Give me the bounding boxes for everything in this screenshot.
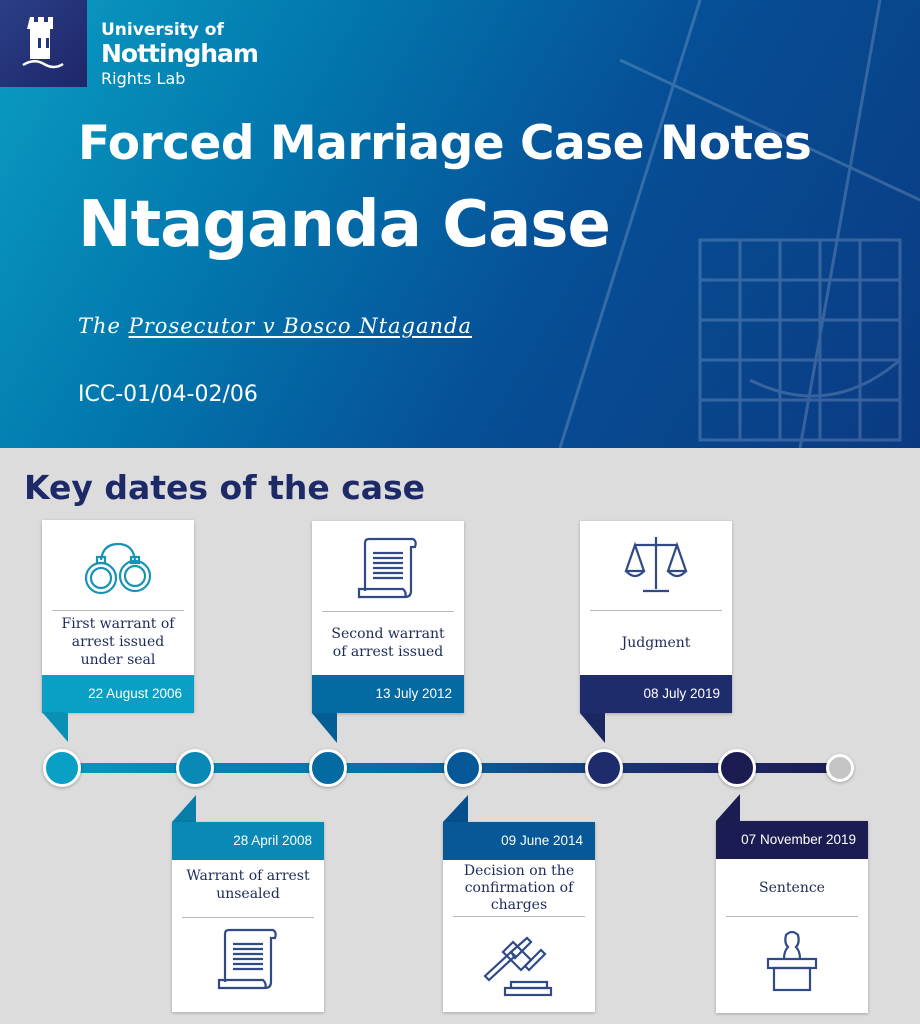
pointer-tail	[443, 795, 468, 822]
event-label: Sentence	[759, 880, 825, 896]
castle-icon	[22, 17, 64, 69]
logo-university-of: University of	[101, 20, 224, 40]
event-card-2: 28 April 2008 Warrant of arrest unsealed	[172, 822, 324, 1012]
timeline-dot	[585, 749, 623, 787]
event-date: 08 July 2019	[580, 675, 732, 713]
university-logo	[0, 0, 87, 87]
event-label: Warrant of arrest unsealed	[186, 868, 310, 902]
icc-building-background	[558, 0, 920, 448]
pointer-tail	[716, 794, 740, 821]
header-banner: University of Nottingham Rights Lab Forc…	[0, 0, 920, 448]
event-date: 22 August 2006	[42, 675, 194, 713]
timeline-dot	[176, 749, 214, 787]
timeline-end-dot	[826, 754, 854, 782]
case-name: Ntaganda Case	[78, 188, 611, 262]
logo-rights-lab: Rights Lab	[101, 69, 186, 88]
event-date: 07 November 2019	[716, 821, 868, 859]
section-title: Key dates of the case	[24, 468, 426, 507]
scroll-icon	[217, 928, 277, 990]
event-label: Second warrant of arrest issued	[331, 626, 445, 660]
podium-icon	[766, 930, 818, 992]
timeline-dot	[43, 749, 81, 787]
event-label: First warrant of arrest issued under sea…	[61, 616, 175, 668]
scales-icon	[624, 537, 688, 593]
timeline-dot	[718, 749, 756, 787]
gavel-icon	[483, 936, 553, 997]
subtitle-prefix: The	[78, 314, 129, 338]
event-date: 09 June 2014	[443, 822, 595, 860]
event-label: Judgment	[621, 635, 691, 651]
event-card-1: First warrant of arrest issued under sea…	[42, 520, 194, 713]
timeline-dot	[309, 749, 347, 787]
case-link[interactable]: Prosecutor v Bosco Ntaganda	[128, 314, 472, 338]
page-title: Forced Marriage Case Notes	[78, 116, 812, 171]
case-subtitle: The Prosecutor v Bosco Ntaganda	[78, 314, 472, 338]
pointer-tail	[312, 713, 337, 743]
event-card-4: 09 June 2014 Decision on the confirmatio…	[443, 822, 595, 1012]
logo-nottingham: Nottingham	[101, 39, 259, 68]
event-card-6: 07 November 2019 Sentence	[716, 821, 868, 1013]
handcuffs-icon	[84, 542, 152, 595]
pointer-tail	[580, 713, 605, 743]
event-card-5: Judgment 08 July 2019	[580, 521, 732, 713]
event-label: Decision on the confirmation of charges	[463, 863, 575, 913]
pointer-tail	[42, 712, 68, 742]
case-number: ICC-01/04-02/06	[78, 382, 258, 407]
timeline-dot	[444, 749, 482, 787]
scroll-icon	[357, 537, 417, 599]
event-date: 28 April 2008	[172, 822, 324, 860]
event-card-3: Second warrant of arrest issued 13 July …	[312, 521, 464, 713]
event-date: 13 July 2012	[312, 675, 464, 713]
pointer-tail	[172, 795, 196, 822]
